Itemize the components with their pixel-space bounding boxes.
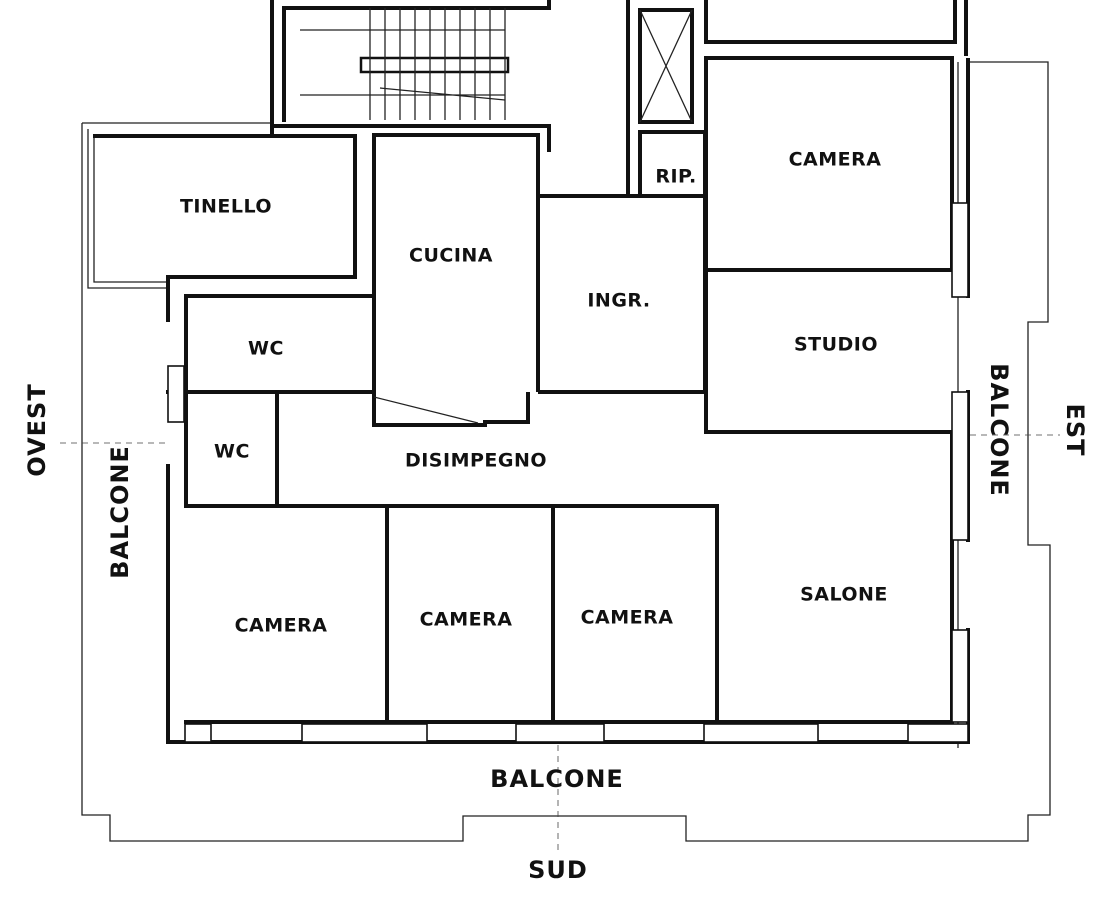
room-label-camera-s2: CAMERA: [581, 607, 674, 629]
windows: [167, 202, 969, 743]
room-label-wc-lower: WC: [214, 441, 250, 463]
stairwell: [270, 0, 630, 198]
room-label-ingresso: INGR.: [587, 290, 650, 312]
room-label-disimpegno: DISIMPEGNO: [405, 450, 547, 472]
room-label-camera-ne: CAMERA: [789, 149, 882, 171]
room-label-wc-upper: WC: [248, 338, 284, 360]
neighbor-room: [704, 0, 968, 56]
room-label-cucina: CUCINA: [409, 245, 493, 267]
balcony-label-south: BALCONE: [490, 765, 624, 793]
orientation-label-west: OVEST: [23, 383, 51, 476]
room-label-camera-sw: CAMERA: [235, 615, 328, 637]
room-label-studio: STUDIO: [794, 334, 878, 356]
room-label-camera-s1: CAMERA: [420, 609, 513, 631]
orientation-label-south: SUD: [528, 856, 588, 884]
room-label-salone: SALONE: [800, 584, 888, 606]
orientation-label-east: EST: [1061, 403, 1089, 456]
room-label-tinello: TINELLO: [180, 196, 272, 218]
balcony-label-east: BALCONE: [985, 363, 1013, 497]
room-label-ripostiglio: RIP.: [655, 166, 696, 188]
balcony-label-west: BALCONE: [106, 445, 134, 579]
elevator-shaft: [638, 8, 694, 124]
